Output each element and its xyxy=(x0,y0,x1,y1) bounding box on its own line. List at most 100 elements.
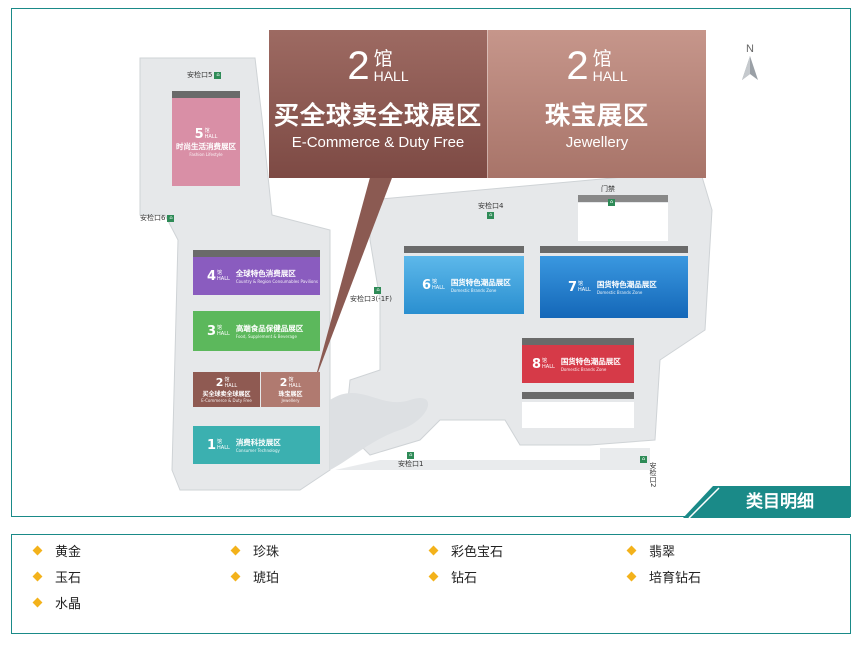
hall-subtitle: Jewellery xyxy=(281,397,300,403)
gate-6[interactable]: 安检口6⌂ xyxy=(140,213,175,223)
hall-2-jewellery[interactable]: 2 馆 HALL 珠宝展区 Jewellery xyxy=(261,372,320,407)
gate-5[interactable]: 安检口5⌂ xyxy=(187,70,222,80)
hall-7[interactable]: 7 馆 HALL 国货特色潮品展区 Domestic Brands Zone xyxy=(540,256,688,318)
gate-2-icon: ⌂ xyxy=(640,455,647,463)
category-item: 黄金 xyxy=(32,541,81,560)
gate-1[interactable]: ⌂ 安检口1 xyxy=(398,451,423,469)
hall-guan: 馆 xyxy=(217,270,223,276)
category-item: 玉石 xyxy=(32,567,81,586)
diamond-bullet-icon xyxy=(428,571,439,582)
floor-east xyxy=(344,169,713,456)
callout-title: 买全球卖全球展区 xyxy=(273,101,482,130)
gate-3[interactable]: ⌂ 安检口3(-1F) xyxy=(350,286,392,304)
hall-number: 5 xyxy=(194,126,204,142)
hall-1[interactable]: 1 馆 HALL 消费科技展区 Consumer Technology xyxy=(193,426,320,464)
hall-2-ecommerce[interactable]: 2 馆 HALL 买全球卖全球展区 E-Commerce & Duty Free xyxy=(193,372,260,407)
hall-subtitle: Domestic Brands Zone xyxy=(596,290,643,295)
floor-walkway xyxy=(335,448,650,470)
hall-title: 国货特色潮品展区 xyxy=(596,280,657,289)
hall-title: 时尚生活消费展区 xyxy=(176,141,236,151)
hall-word: HALL xyxy=(432,285,445,291)
category-item: 珍珠 xyxy=(230,541,280,560)
hall-word: HALL xyxy=(217,445,230,451)
gate-icon: ⌂ xyxy=(214,71,222,79)
hall-title: 买全球卖全球展区 xyxy=(202,390,251,398)
hall-6[interactable]: 6 馆 HALL 国货特色潮品展区 Domestic Brands Zone xyxy=(404,256,524,314)
callout-guan: 馆 xyxy=(373,47,393,70)
gate-access-icon: ⌂ xyxy=(608,198,615,206)
callout-number: 2 xyxy=(347,44,370,88)
gate-label: 门禁 xyxy=(601,185,615,193)
hall-title: 国货特色潮品展区 xyxy=(450,278,511,287)
category-item: 培育钻石 xyxy=(626,567,702,586)
hall-8[interactable]: 8 馆 HALL 国货特色潮品展区 Domestic Brands Zone xyxy=(522,345,634,383)
hall-3[interactable]: 3 馆 HALL 高端食品保健品展区 Food, Supplement & Be… xyxy=(193,311,320,351)
callout-hall: HALL xyxy=(373,67,409,84)
diamond-bullet-icon xyxy=(428,545,439,556)
callout-subtitle: Jewellery xyxy=(565,134,629,151)
hall-title: 高端食品保健品展区 xyxy=(235,324,304,333)
gate-area xyxy=(578,203,668,241)
hall-guan: 馆 xyxy=(432,279,438,285)
hall-guan: 馆 xyxy=(224,376,230,383)
category-label: 钻石 xyxy=(451,571,478,586)
hall-guan: 馆 xyxy=(288,376,294,383)
hall-guan: 馆 xyxy=(217,439,223,445)
category-item: 琥珀 xyxy=(230,567,280,586)
gate-label: 安检口1 xyxy=(398,460,424,468)
hall-number: 4 xyxy=(207,268,217,284)
callout-guan: 馆 xyxy=(592,47,612,70)
roof-bar xyxy=(540,246,688,253)
gate-4[interactable]: 安检口4 ⌂ xyxy=(478,201,503,219)
category-legend: 黄金 珍珠 彩色宝石 翡翠 玉石 琥珀 钻石 培育钻石 水晶 xyxy=(11,534,851,634)
hall-title: 国货特色潮品展区 xyxy=(560,357,621,366)
diamond-bullet-icon xyxy=(626,571,637,582)
hall-number: 8 xyxy=(532,356,542,372)
hall-title: 珠宝展区 xyxy=(278,390,303,398)
category-label: 培育钻石 xyxy=(649,571,702,586)
category-item: 水晶 xyxy=(32,593,82,612)
roof-bar xyxy=(578,195,668,202)
hall-number: 6 xyxy=(422,277,432,293)
category-label: 珍珠 xyxy=(253,545,280,560)
roof-bar xyxy=(522,392,634,399)
diamond-bullet-icon xyxy=(626,545,637,556)
hall-word: HALL xyxy=(578,287,591,293)
category-item: 翡翠 xyxy=(626,541,676,560)
category-label: 翡翠 xyxy=(649,545,676,560)
hall-guan: 馆 xyxy=(204,128,210,134)
hall-word: HALL xyxy=(224,382,238,389)
hall-guan: 馆 xyxy=(542,358,548,364)
legend-title: 类目明细 xyxy=(746,492,814,512)
hall-number: 2 xyxy=(279,376,288,389)
callout-pointer xyxy=(314,170,395,383)
gate-label: 安检口6 xyxy=(140,214,166,222)
callout-hall: HALL xyxy=(592,67,628,84)
callout-jewellery: 2 馆 HALL 珠宝展区 Jewellery xyxy=(487,30,706,178)
diamond-bullet-icon xyxy=(32,571,43,582)
legend-tab xyxy=(683,486,850,518)
roof-bar xyxy=(172,91,240,98)
callout-number: 2 xyxy=(566,44,589,88)
hall-number: 7 xyxy=(568,279,578,295)
hall-subtitle: E-Commerce & Duty Free xyxy=(201,397,252,403)
category-item: 钻石 xyxy=(428,567,478,586)
gate-icon: ⌂ xyxy=(407,451,415,459)
gate-label: 安检口2 xyxy=(649,462,657,488)
hall-2-callout[interactable]: 2 馆 HALL 买全球卖全球展区 E-Commerce & Duty Free… xyxy=(269,30,706,178)
gate-2[interactable]: 安检口2 xyxy=(648,462,658,487)
gate-icon: ⌂ xyxy=(167,214,175,222)
floor-corridor xyxy=(330,392,429,470)
gate-icon: ⌂ xyxy=(640,455,647,463)
hall-5[interactable]: 5 馆 HALL 时尚生活消费展区 Fashion Lifestyle xyxy=(172,98,240,186)
hall-4[interactable]: 4 馆 HALL 全球特色消费展区 Country & Region Consu… xyxy=(193,257,320,295)
hall-subtitle: Country & Region Consumables Pavilions xyxy=(235,279,318,284)
hall-number: 1 xyxy=(207,437,217,453)
category-label: 琥珀 xyxy=(253,571,280,586)
callout-ecommerce: 2 馆 HALL 买全球卖全球展区 E-Commerce & Duty Free xyxy=(269,30,487,178)
diamond-bullet-icon xyxy=(230,571,241,582)
category-label: 水晶 xyxy=(55,597,82,612)
gate-access[interactable]: 门禁 xyxy=(601,184,615,194)
compass-icon: N xyxy=(742,43,758,80)
hall-subtitle: Food, Supplement & Beverage xyxy=(235,334,297,339)
